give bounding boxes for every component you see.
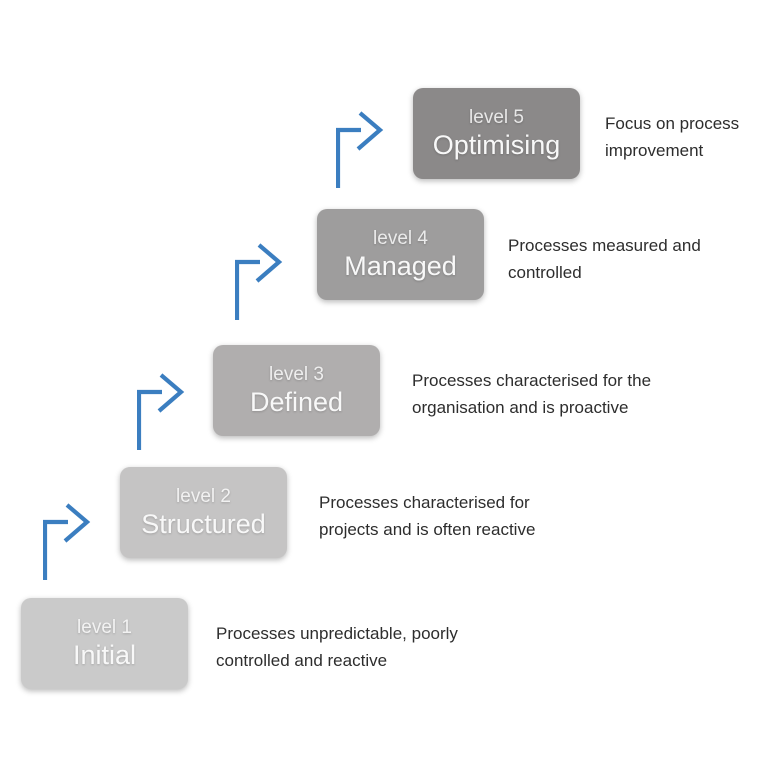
level-5-label: level 5 [469,107,524,128]
description-line: Processes characterised for [319,493,530,512]
arrow-level2-to-level3-icon [137,373,185,450]
description-line: Processes characterised for the [412,371,652,390]
level-1-box: level 1 Initial [21,598,188,689]
level-5-description: Focus on process improvement [605,110,739,164]
level-3-description: Processes characterised for the organisa… [412,367,651,421]
level-4-description: Processes measured and controlled [508,232,701,286]
level-4-box: level 4 Managed [317,209,484,300]
description-line: controlled [508,263,582,282]
arrow-level3-to-level4-icon [235,243,283,320]
description-line: projects and is often reactive [319,520,536,539]
level-4-name: Managed [344,251,457,281]
level-3-name: Defined [249,387,344,417]
level-3-label: level 3 [269,364,324,385]
level-2-box: level 2 Structured [120,467,287,558]
description-line: controlled and reactive [216,651,388,670]
arrow-level1-to-level2-icon [43,503,91,580]
arrow-level4-to-level5-icon [336,111,384,188]
description-line: organisation and is proactive [412,398,629,417]
level-2-description: Processes characterised for projects and… [319,489,535,543]
level-1-label: level 1 [77,617,132,638]
level-1-name: Initial [72,640,137,670]
level-2-label: level 2 [176,486,231,507]
level-5-name: Optimising [432,130,561,160]
level-1-description: Processes unpredictable, poorly controll… [216,620,458,674]
level-2-name: Structured [141,509,266,539]
description-line: Focus on process [605,114,740,133]
level-3-box: level 3 Defined [213,345,380,436]
level-5-box: level 5 Optimising [413,88,580,179]
description-line: Processes measured and [508,236,701,255]
description-line: Processes unpredictable, poorly [216,624,458,643]
level-4-label: level 4 [373,228,428,249]
description-line: improvement [605,141,704,160]
